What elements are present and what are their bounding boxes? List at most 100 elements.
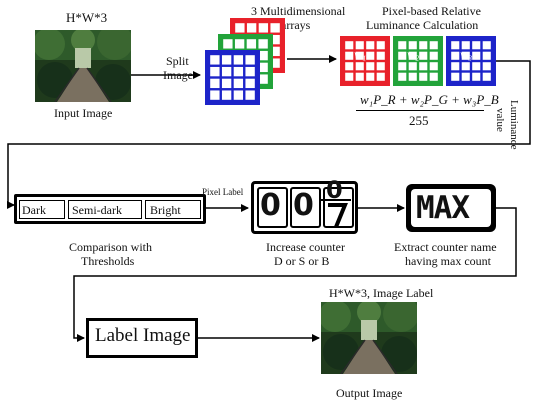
counter-caption-line2: D or S or B xyxy=(274,254,330,268)
weight-3: w₃ xyxy=(460,47,472,61)
grid-cell xyxy=(355,41,364,50)
luminance-title-line1: Pixel-based Relative xyxy=(382,4,481,18)
grid-cell xyxy=(355,62,364,71)
grid-cell xyxy=(246,23,257,33)
grid-cell xyxy=(461,62,470,71)
pixel-label: Pixel Label xyxy=(202,187,244,197)
input-dims-label: H*W*3 xyxy=(66,10,108,25)
grid-cell xyxy=(419,51,428,60)
grid-cell xyxy=(461,72,470,81)
luminance-red-grid xyxy=(340,36,390,86)
grid-cell xyxy=(221,55,232,65)
threshold-dark-label: Dark xyxy=(22,203,46,217)
formula-fraction-bar xyxy=(356,110,484,111)
grid-cell xyxy=(245,66,255,77)
arrow-max-loop xyxy=(73,207,517,342)
weight-2: w₂ xyxy=(407,47,419,61)
grid-cell xyxy=(419,72,428,81)
threshold-bright xyxy=(145,200,201,219)
grid-cell xyxy=(270,34,280,45)
grid-cell xyxy=(258,23,269,33)
grid-cell xyxy=(472,41,481,50)
grid-cell xyxy=(270,46,280,57)
grid-cell xyxy=(245,78,255,89)
grid-cell xyxy=(482,72,491,81)
formula-denominator: 255 xyxy=(409,113,429,128)
output-caption: Output Image xyxy=(336,386,403,400)
grid-cell xyxy=(451,41,460,50)
grid-cell xyxy=(461,41,470,50)
forest-bridge-output-photo xyxy=(321,302,417,374)
counter-digit-3-text: 0 xyxy=(326,176,343,204)
grid-cell xyxy=(366,51,375,60)
grid-cell xyxy=(245,55,255,65)
grid-cell xyxy=(345,72,354,81)
grid-cell xyxy=(210,55,220,65)
grid-cell xyxy=(258,50,268,61)
grid-cell xyxy=(419,62,428,71)
grid-cell xyxy=(451,51,460,60)
grid-cell xyxy=(482,41,491,50)
grid-cell xyxy=(398,51,407,60)
grid-cell xyxy=(270,58,280,68)
grid-cell xyxy=(223,39,233,49)
output-image xyxy=(321,302,417,374)
grid-cell xyxy=(366,72,375,81)
label-image-text: Label Image xyxy=(95,325,191,346)
max-label: MAX xyxy=(416,190,470,226)
grid-cell xyxy=(376,62,385,71)
grid-cell xyxy=(221,78,232,89)
luminance-title-line2: Luminance Calculation xyxy=(366,18,479,32)
grid-cell xyxy=(408,41,417,50)
grid-cell xyxy=(472,51,481,60)
grid-cell xyxy=(345,62,354,71)
input-caption: Input Image xyxy=(54,106,113,120)
grid-cell xyxy=(482,62,491,71)
grid-cell xyxy=(258,74,268,84)
grid-cell xyxy=(345,51,354,60)
label-image-box xyxy=(86,318,198,358)
grid-cell xyxy=(258,62,268,73)
grid-cell xyxy=(408,72,417,81)
grid-cell xyxy=(472,72,481,81)
threshold-dark xyxy=(19,200,65,219)
grid-cell xyxy=(233,90,244,100)
grid-cell xyxy=(429,41,438,50)
grid-cell xyxy=(210,78,220,89)
threshold-semi-dark-label: Semi-dark xyxy=(72,203,122,217)
counter-caption-line1: Increase counter xyxy=(266,240,345,254)
blue-array xyxy=(205,50,260,105)
max-caption-line2: having max count xyxy=(405,254,491,268)
grid-cell xyxy=(451,62,460,71)
split-label-line2: Image xyxy=(163,68,193,82)
output-dims-label: H*W*3, Image Label xyxy=(329,286,434,300)
grid-cell xyxy=(419,41,428,50)
grid-cell xyxy=(345,41,354,50)
grid-cell xyxy=(258,39,268,49)
threshold-caption-line2: Thresholds xyxy=(81,254,135,268)
grid-cell xyxy=(376,72,385,81)
threshold-box xyxy=(14,194,206,224)
max-caption-line1: Extract counter name xyxy=(394,240,497,254)
split-label-line1: Split xyxy=(166,54,189,68)
grid-cell xyxy=(355,72,364,81)
input-image xyxy=(35,30,131,102)
grid-cell xyxy=(429,51,438,60)
counter-digit-2 xyxy=(290,187,321,228)
arrays-label-line2: arrays xyxy=(281,18,311,32)
grid-cell xyxy=(482,51,491,60)
grid-cell xyxy=(366,41,375,50)
counter-digit-1 xyxy=(257,187,288,228)
grid-cell xyxy=(234,39,245,49)
grid-cell xyxy=(376,41,385,50)
threshold-caption-line1: Comparison with xyxy=(69,240,152,254)
grid-cell xyxy=(408,62,417,71)
threshold-semi-dark xyxy=(68,200,142,219)
grid-cell xyxy=(210,90,220,100)
formula-numerator: w₁P_R + w₂P_G + w₃P_B xyxy=(360,92,499,107)
grid-cell xyxy=(472,62,481,71)
